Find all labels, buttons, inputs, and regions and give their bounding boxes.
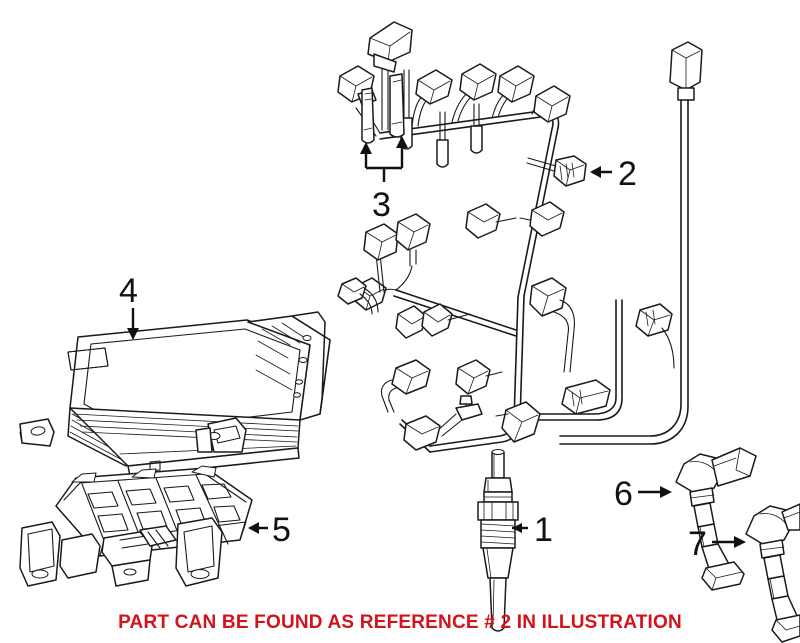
part-position-sensor-upper	[675, 447, 757, 591]
callout-2: 2	[590, 155, 637, 193]
part-position-sensor-lower	[745, 503, 800, 643]
callout-5-number: 5	[272, 511, 291, 549]
callout-3-number: 3	[372, 186, 391, 224]
part-control-module-bracket	[19, 465, 253, 587]
callout-2-number: 2	[618, 155, 637, 193]
callout-1: 1	[512, 511, 553, 549]
callout-7-number: 7	[688, 525, 707, 563]
callout-3: 3	[360, 136, 408, 224]
callout-5: 5	[248, 511, 291, 549]
part-engine-control-module	[19, 311, 331, 477]
callout-1-number: 1	[534, 511, 553, 549]
part-harness-connector	[526, 155, 587, 187]
part-wiring-harness	[337, 21, 623, 453]
callout-6: 6	[614, 475, 672, 513]
callout-4: 4	[119, 272, 139, 340]
callout-7: 7	[688, 525, 746, 563]
part-glow-plug	[477, 449, 519, 632]
part-terminal-pins	[361, 73, 405, 144]
callout-4-number: 4	[119, 272, 138, 310]
callout-6-number: 6	[614, 475, 633, 513]
reference-notice: PART CAN BE FOUND AS REFERENCE # 2 IN IL…	[118, 612, 682, 633]
part-harness-long-cable	[559, 41, 703, 445]
